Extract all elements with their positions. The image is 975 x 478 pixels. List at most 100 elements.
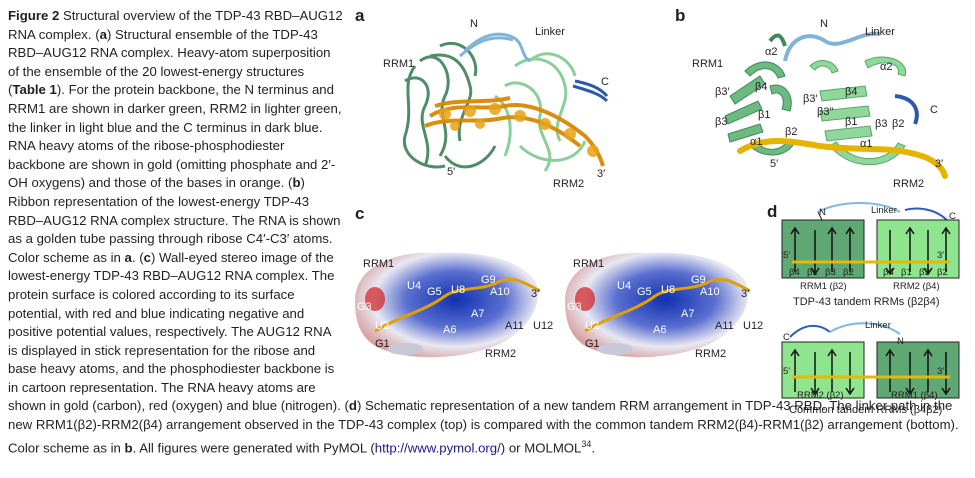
panel-c-stereo-image <box>355 252 751 358</box>
label-beta4: β4 <box>845 86 858 98</box>
label-u12: U12 <box>743 320 764 332</box>
label-u4: U4 <box>617 280 632 292</box>
pymol-link[interactable]: http://www.pymol.org/ <box>374 440 501 456</box>
label-beta2: β2 <box>785 126 798 138</box>
caption-ref-b: b <box>124 440 133 456</box>
label-a11: A11 <box>505 320 524 332</box>
label-3prime: 3′ <box>937 250 945 261</box>
panel-d-letter: d <box>767 202 778 221</box>
label-beta3: β3 <box>715 116 728 128</box>
figure-panels: a <box>345 6 970 401</box>
label-rrm2-beta4: RRM2 (β4) <box>893 281 940 292</box>
panel-d-schematic <box>781 202 960 399</box>
strand-label: β3 <box>825 267 836 278</box>
label-u8: U8 <box>661 284 676 296</box>
label-g1: G1 <box>585 338 600 350</box>
label-g5: G5 <box>637 286 652 298</box>
caption-text: ) Ribbon representation of the lowest-en… <box>8 175 341 265</box>
label-beta3p: β3′ <box>803 93 818 105</box>
caption-text: ) or MOLMOL <box>500 440 582 456</box>
caption-text: . ( <box>131 249 144 265</box>
label-rrm1: RRM1 <box>363 258 395 270</box>
label-rrm2-beta2: RRM2 (β2) <box>797 390 844 401</box>
label-rrm1: RRM1 <box>573 258 605 270</box>
label-a7: A7 <box>681 308 695 320</box>
label-n: N <box>470 18 478 30</box>
caption-text: Structural overview of the TDP-43 RBD–AU… <box>8 8 343 42</box>
panel-b-letter: b <box>675 6 686 25</box>
figure-label: Figure 2 <box>8 8 60 23</box>
label-a7: A7 <box>471 308 485 320</box>
label-beta3: β3 <box>875 118 888 130</box>
label-a6: A6 <box>443 324 457 336</box>
caption-text: ) Schematic representation of a new tand… <box>8 398 959 456</box>
label-g3: G3 <box>567 301 582 313</box>
label-beta1: β1 <box>845 116 858 128</box>
schematic-title-bottom: Common tandem RRMs (β4β2) <box>789 404 943 416</box>
label-rrm2: RRM2 <box>893 178 925 190</box>
label-linker: Linker <box>865 320 891 331</box>
caption-text: ) Wall-eyed stereo image of the lowest-e… <box>8 249 349 414</box>
caption-text: . <box>591 440 596 456</box>
label-c: C <box>783 332 790 343</box>
strand-label: β4 <box>883 267 894 278</box>
label-a10: A10 <box>700 286 720 298</box>
label-rrm1: RRM1 <box>383 58 415 70</box>
label-linker: Linker <box>865 26 895 38</box>
label-c: C <box>949 211 956 222</box>
label-3prime: 3′ <box>741 288 750 300</box>
panel-a-ensemble-image <box>402 32 609 172</box>
label-u8: U8 <box>451 284 466 296</box>
strand-label: β2 <box>937 267 948 278</box>
label-g9: G9 <box>481 274 496 286</box>
panel-c-letter: c <box>355 204 365 223</box>
label-u12: U12 <box>533 320 554 332</box>
caption-ref-b: b <box>292 175 301 191</box>
label-alpha2: α2 <box>765 46 778 58</box>
stereo-left <box>355 252 541 358</box>
caption-ref-d: d <box>348 398 357 414</box>
label-beta3p: β3′ <box>715 86 730 98</box>
label-3prime: 3′ <box>935 158 944 170</box>
label-beta2: β2 <box>892 118 905 130</box>
caption-text: ) Structural ensemble of the TDP-43 RBD–… <box>8 26 331 98</box>
label-rrm2: RRM2 <box>485 348 517 360</box>
panel-b-ribbon-image <box>724 31 948 179</box>
label-alpha1: α1 <box>860 138 873 150</box>
caption-ref-number: 34 <box>581 438 592 449</box>
label-beta3pp: β3′′ <box>817 106 834 118</box>
schematic-title-top: TDP-43 tandem RRMs (β2β4) <box>793 296 940 308</box>
label-5prime: 5′ <box>770 158 779 170</box>
label-c: C <box>930 104 938 116</box>
label-n: N <box>820 18 828 30</box>
label-g3: G3 <box>357 301 372 313</box>
caption-ref-c: c <box>143 249 151 265</box>
caption-ref-a: a <box>124 249 132 265</box>
figure-caption: Figure 2 Structural overview of the TDP-… <box>8 7 968 458</box>
label-linker: Linker <box>871 205 897 216</box>
label-3prime: 3′ <box>597 168 606 180</box>
label-g9: G9 <box>691 274 706 286</box>
label-c: C <box>601 76 609 88</box>
label-u4: U4 <box>407 280 422 292</box>
label-rrm1-beta2: RRM1 (β2) <box>800 281 847 292</box>
label-alpha1: α1 <box>750 136 763 148</box>
panel-a-letter: a <box>355 6 365 25</box>
label-g1: G1 <box>375 338 390 350</box>
strand-label: β1 <box>807 267 818 278</box>
strand-label: β2 <box>843 267 854 278</box>
strand-label: β4 <box>789 267 800 278</box>
label-n: N <box>897 336 904 347</box>
label-g5: G5 <box>427 286 442 298</box>
label-rrm1-beta4: RRM1 (β4) <box>891 390 938 401</box>
label-5prime: 5′ <box>783 366 791 377</box>
label-rrm2: RRM2 <box>695 348 727 360</box>
label-beta4: β4 <box>755 81 768 93</box>
label-a6: A6 <box>653 324 667 336</box>
label-rrm1: RRM1 <box>692 58 724 70</box>
strand-label: β1 <box>901 267 912 278</box>
label-a10: A10 <box>490 286 510 298</box>
label-5prime: 5′ <box>783 250 791 261</box>
caption-text: ). For the protein backbone, the N termi… <box>8 82 342 191</box>
label-3prime: 3′ <box>531 288 540 300</box>
